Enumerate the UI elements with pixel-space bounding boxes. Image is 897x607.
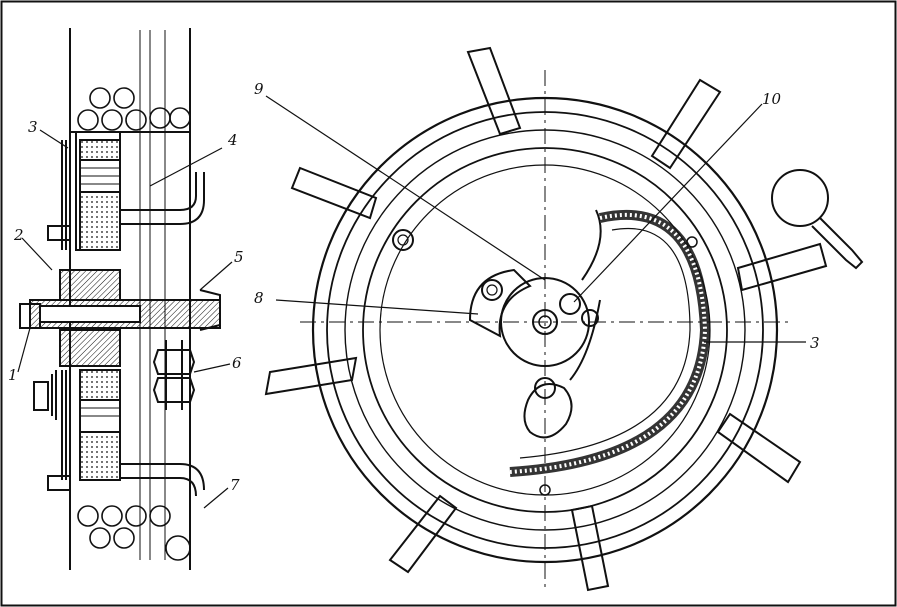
front-view <box>264 46 864 592</box>
leader-lines <box>17 95 806 509</box>
callout-left-3: 3 <box>28 118 38 136</box>
callout-left-4: 4 <box>227 131 238 149</box>
callout-right-10: 10 <box>762 90 782 108</box>
rope-coils <box>77 87 191 561</box>
callout-left-7: 7 <box>230 476 240 494</box>
callout-left-1: 1 <box>8 366 18 384</box>
callout-right-9: 9 <box>254 80 264 98</box>
callout-left-5: 5 <box>234 248 244 266</box>
callout-right-8: 8 <box>254 289 264 307</box>
section-view <box>19 28 221 570</box>
callouts: 3 4 2 5 1 6 7 9 10 8 3 <box>8 80 820 494</box>
callout-left-6: 6 <box>232 354 242 372</box>
callout-right-3: 3 <box>810 334 820 352</box>
callout-left-2: 2 <box>13 226 24 244</box>
